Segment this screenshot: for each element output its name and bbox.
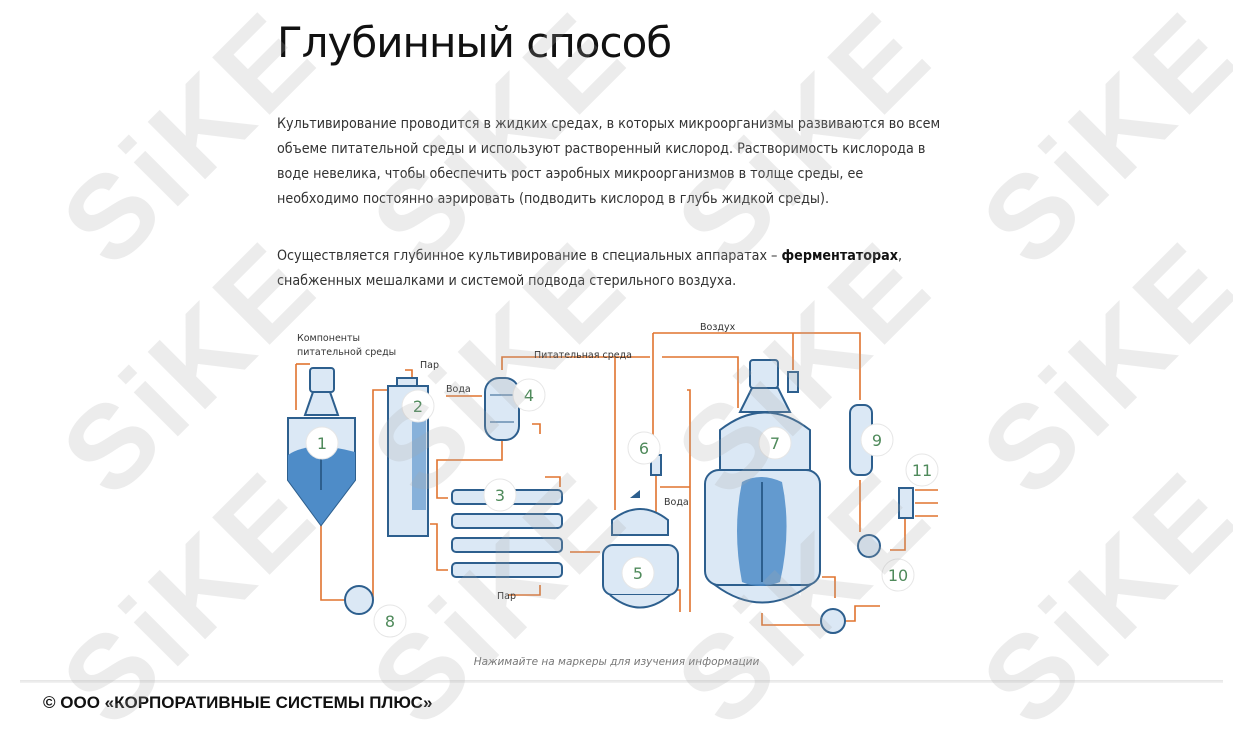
svg-text:8: 8 xyxy=(385,612,395,631)
marker-6[interactable]: 6 xyxy=(627,431,661,465)
footer-copyright: © ООО «КОРПОРАТИВНЫЕ СИСТЕМЫ ПЛЮС» xyxy=(43,693,433,712)
watermark: SiKE xyxy=(957,445,1233,751)
air-intake-11 xyxy=(898,487,914,519)
paragraph-text: Осуществляется глубинное культивирование… xyxy=(277,248,782,264)
svg-text:9: 9 xyxy=(872,431,882,450)
pipes xyxy=(295,332,938,626)
marker-10[interactable]: 10 xyxy=(881,558,915,592)
fermenter-term: ферментаторах xyxy=(781,248,899,264)
label-components: Компоненты xyxy=(297,333,360,344)
marker-1[interactable]: 1 xyxy=(305,426,339,460)
watermark: SiKE xyxy=(957,0,1233,291)
svg-text:5: 5 xyxy=(633,564,643,583)
fermenter-paragraph: Осуществляется глубинное культивирование… xyxy=(277,244,947,294)
marker-11[interactable]: 11 xyxy=(905,453,939,487)
air-compressor-10 xyxy=(857,534,881,558)
svg-text:6: 6 xyxy=(639,439,649,458)
label-nutrient: Питательная среда xyxy=(534,350,632,361)
watermark: SiKE xyxy=(957,215,1233,521)
svg-text:7: 7 xyxy=(770,434,780,453)
marker-7[interactable]: 7 xyxy=(758,426,792,460)
label-air: Воздух xyxy=(700,322,736,333)
svg-text:4: 4 xyxy=(524,386,534,405)
pump-8 xyxy=(344,585,374,615)
svg-text:11: 11 xyxy=(912,461,932,480)
label-steam-top: Пар xyxy=(420,360,439,371)
svg-text:3: 3 xyxy=(495,486,505,505)
svg-text:1: 1 xyxy=(317,434,327,453)
label-water-7: Вода xyxy=(664,497,689,508)
page-title: Глубинный способ xyxy=(277,18,672,67)
intro-paragraph: Культивирование проводится в жидких сред… xyxy=(277,116,941,207)
svg-text:10: 10 xyxy=(888,566,908,585)
label-steam-bottom: Пар xyxy=(497,591,516,602)
marker-2[interactable]: 2 xyxy=(401,389,435,423)
tubular-heater-3 xyxy=(451,489,563,578)
heat-exchanger-4 xyxy=(484,377,520,441)
discharge-pump xyxy=(820,608,846,634)
diagram-caption: Нажимайте на маркеры для изучения информ… xyxy=(473,656,760,668)
marker-4[interactable]: 4 xyxy=(512,378,546,412)
svg-text:2: 2 xyxy=(413,397,423,416)
fermentation-process-diagram: Компоненты питательной среды Пар Вода Пи… xyxy=(282,318,954,648)
label-water-4: Вода xyxy=(446,384,471,395)
marker-5[interactable]: 5 xyxy=(621,556,655,590)
paragraph-text: , снабженных мешалками и системой подвод… xyxy=(277,248,903,289)
label-components-2: питательной среды xyxy=(297,347,396,358)
marker-8[interactable]: 8 xyxy=(373,604,407,638)
marker-9[interactable]: 9 xyxy=(860,423,894,457)
footer-divider xyxy=(20,680,1223,683)
fermenter-7 xyxy=(704,359,821,604)
marker-3[interactable]: 3 xyxy=(483,478,517,512)
